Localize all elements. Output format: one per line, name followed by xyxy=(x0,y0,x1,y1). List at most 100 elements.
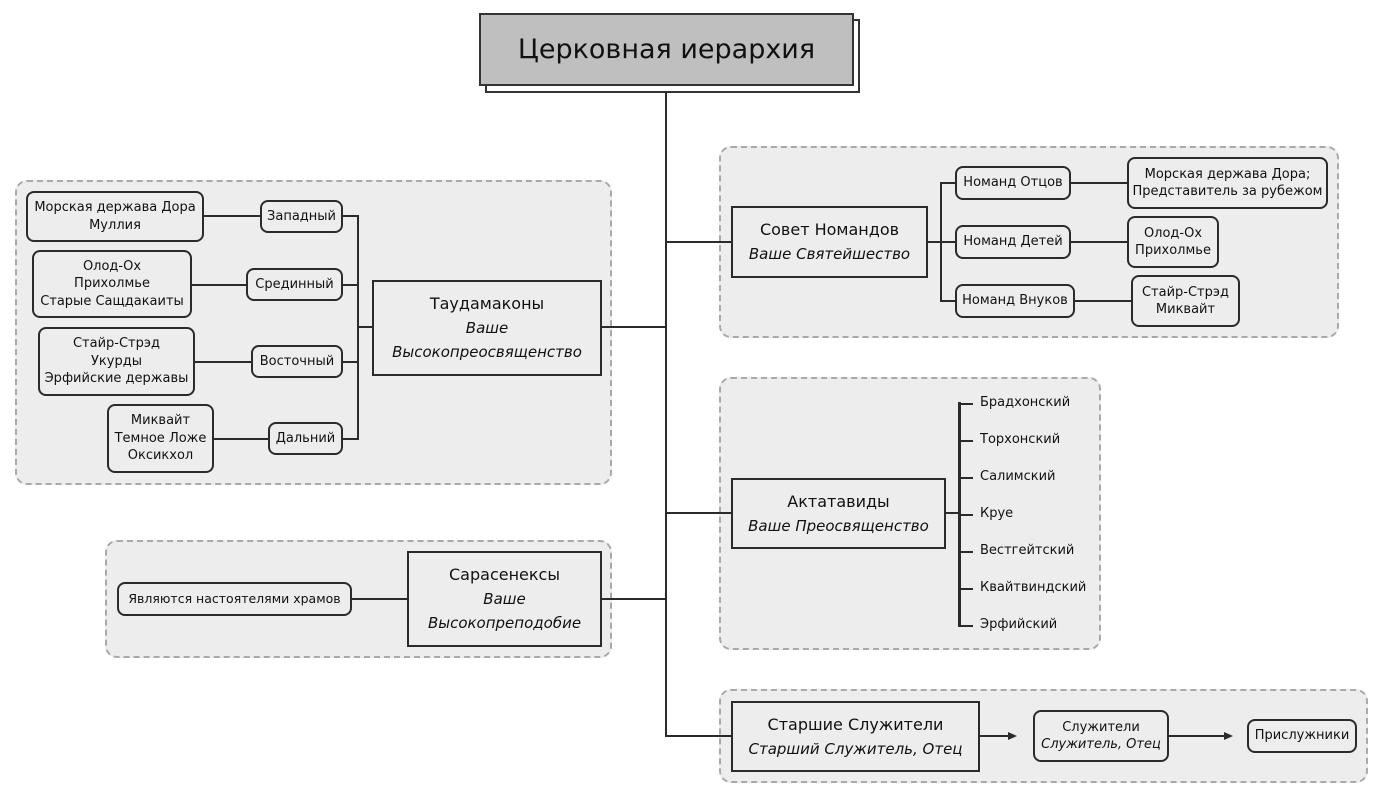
members-grandchildren[interactable]: Стайр-Стрэд Миквайт xyxy=(1131,275,1240,327)
taudamakony-address-2: Высокопреосвященство xyxy=(392,343,582,361)
connector xyxy=(945,512,960,514)
connector xyxy=(958,514,973,516)
aktatavidy-member[interactable]: Вестгейтский xyxy=(980,543,1075,558)
connector xyxy=(958,440,973,442)
sovet-box[interactable]: Совет Номандов Ваше Святейшество xyxy=(731,206,928,278)
senior-address: Старший Служитель, Отец xyxy=(748,739,963,758)
connector xyxy=(666,241,732,243)
trunk-line xyxy=(665,92,667,737)
branch-label: Западный xyxy=(267,208,336,224)
member: Морская держава Дора xyxy=(34,200,196,215)
connector xyxy=(958,588,973,590)
connector xyxy=(342,438,358,440)
connector xyxy=(958,625,973,627)
connector xyxy=(600,598,666,600)
member: Прихолмье xyxy=(1135,243,1211,258)
aktatavidy-member[interactable]: Салимский xyxy=(980,469,1056,484)
aktatavidy-name: Актатавиды xyxy=(787,491,890,511)
branch-far[interactable]: Дальний xyxy=(268,422,343,455)
branch-east[interactable]: Восточный xyxy=(251,345,343,378)
servants-box[interactable]: Служители Служитель, Отец xyxy=(1033,710,1169,762)
connector xyxy=(212,438,268,440)
connector xyxy=(202,215,260,217)
aktatavidy-member[interactable]: Эрфийский xyxy=(980,617,1058,632)
connector xyxy=(342,284,358,286)
helpers-name: Прислужники xyxy=(1254,728,1350,744)
sovet-address: Ваше Святейшество xyxy=(748,245,911,263)
members-children[interactable]: Олод-Ох Прихолмье xyxy=(1127,216,1219,268)
aktatavidy-box[interactable]: Актатавиды Ваше Преосвященство xyxy=(731,478,946,549)
aktatavidy-member[interactable]: Квайтвиндский xyxy=(980,580,1087,595)
aktatavidy-address: Ваше Преосвященство xyxy=(748,516,929,535)
page-title-text: Церковная иерархия xyxy=(517,34,816,65)
member: Стайр-Стрэд xyxy=(1141,284,1230,300)
connector xyxy=(357,326,373,328)
member: Эрфийские державы xyxy=(44,371,189,387)
taudamakony-box[interactable]: Таудамаконы Ваше Высокопреосвященство xyxy=(372,280,602,376)
servants-address: Служитель, Отец xyxy=(1041,737,1161,752)
aktatavidy-member[interactable]: Торхонский xyxy=(980,432,1061,447)
members-middle[interactable]: Олод-Ох Прихолмье Старые Сащдакаиты xyxy=(32,250,192,318)
branch-label: Номанд Внуков xyxy=(962,293,1068,309)
member: Укурды xyxy=(91,353,142,369)
servants-name: Служители xyxy=(1062,719,1140,735)
helpers-box[interactable]: Прислужники xyxy=(1247,719,1357,753)
member: Морская держава Дора; xyxy=(1144,166,1311,182)
page-title: Церковная иерархия xyxy=(479,13,854,86)
member: Стайр-Стрэд xyxy=(72,336,161,352)
senior-servants-box[interactable]: Старшие Служители Старший Служитель, Оте… xyxy=(731,701,980,772)
sarasenexy-address-2: Высокопреподобие xyxy=(427,614,582,632)
connector xyxy=(958,403,973,405)
nomand-children[interactable]: Номанд Детей xyxy=(955,225,1071,259)
members-east[interactable]: Стайр-Стрэд Укурды Эрфийские державы xyxy=(38,327,195,396)
connector xyxy=(665,735,732,737)
member: Представитель за рубежом xyxy=(1132,184,1323,199)
member: Миквайт xyxy=(1155,302,1216,317)
branch-label: Срединный xyxy=(255,276,334,292)
connector xyxy=(940,241,956,243)
connector xyxy=(666,512,732,514)
connector xyxy=(600,326,666,328)
branch-west[interactable]: Западный xyxy=(260,200,343,233)
connector xyxy=(927,241,941,243)
member: Темное Ложе xyxy=(114,430,207,446)
member: Оксикхол xyxy=(127,448,194,464)
member: Прихолмье xyxy=(74,276,150,292)
sarasenexy-name: Сарасенексы xyxy=(449,565,560,584)
arrow-line xyxy=(1168,735,1226,737)
arrow-right-icon xyxy=(1008,732,1017,740)
connector xyxy=(958,477,973,479)
sarasenexy-box[interactable]: Сарасенексы Ваше Высокопреподобие xyxy=(407,551,602,647)
nomand-grandchildren[interactable]: Номанд Внуков xyxy=(955,284,1075,318)
members-fathers[interactable]: Морская держава Дора; Представитель за р… xyxy=(1127,157,1328,209)
branch-label: Восточный xyxy=(259,353,335,369)
connector xyxy=(940,182,956,184)
arrow-right-icon xyxy=(1224,732,1233,740)
member: Старые Сащдакаиты xyxy=(40,293,184,309)
connector xyxy=(1074,300,1132,302)
sarasenexy-note[interactable]: Являются настоятелями храмов xyxy=(117,582,352,616)
taudamakony-address-1: Ваше xyxy=(465,319,509,337)
connector xyxy=(958,402,961,625)
connector xyxy=(1070,182,1128,184)
arrow-line xyxy=(979,735,1009,737)
connector xyxy=(342,215,358,217)
connector xyxy=(940,300,956,302)
sarasenexy-address-1: Ваше xyxy=(483,590,526,608)
members-west[interactable]: Морская держава Дора Муллия xyxy=(26,191,204,242)
connector xyxy=(350,598,408,600)
branch-middle[interactable]: Срединный xyxy=(246,268,343,301)
connector xyxy=(342,361,358,363)
sovet-name: Совет Номандов xyxy=(759,220,900,239)
members-far[interactable]: Миквайт Темное Ложе Оксикхол xyxy=(107,404,214,473)
member: Миквайт xyxy=(130,413,191,429)
aktatavidy-member[interactable]: Брадхонский xyxy=(980,395,1071,410)
branch-label: Номанд Детей xyxy=(963,234,1063,250)
note-text: Являются настоятелями храмов xyxy=(128,591,341,607)
aktatavidy-member[interactable]: Круе xyxy=(980,506,1014,521)
nomand-fathers[interactable]: Номанд Отцов xyxy=(955,166,1071,200)
connector xyxy=(958,551,973,553)
connector xyxy=(194,361,251,363)
member: Муллия xyxy=(89,217,141,233)
branch-label: Номанд Отцов xyxy=(963,175,1063,191)
